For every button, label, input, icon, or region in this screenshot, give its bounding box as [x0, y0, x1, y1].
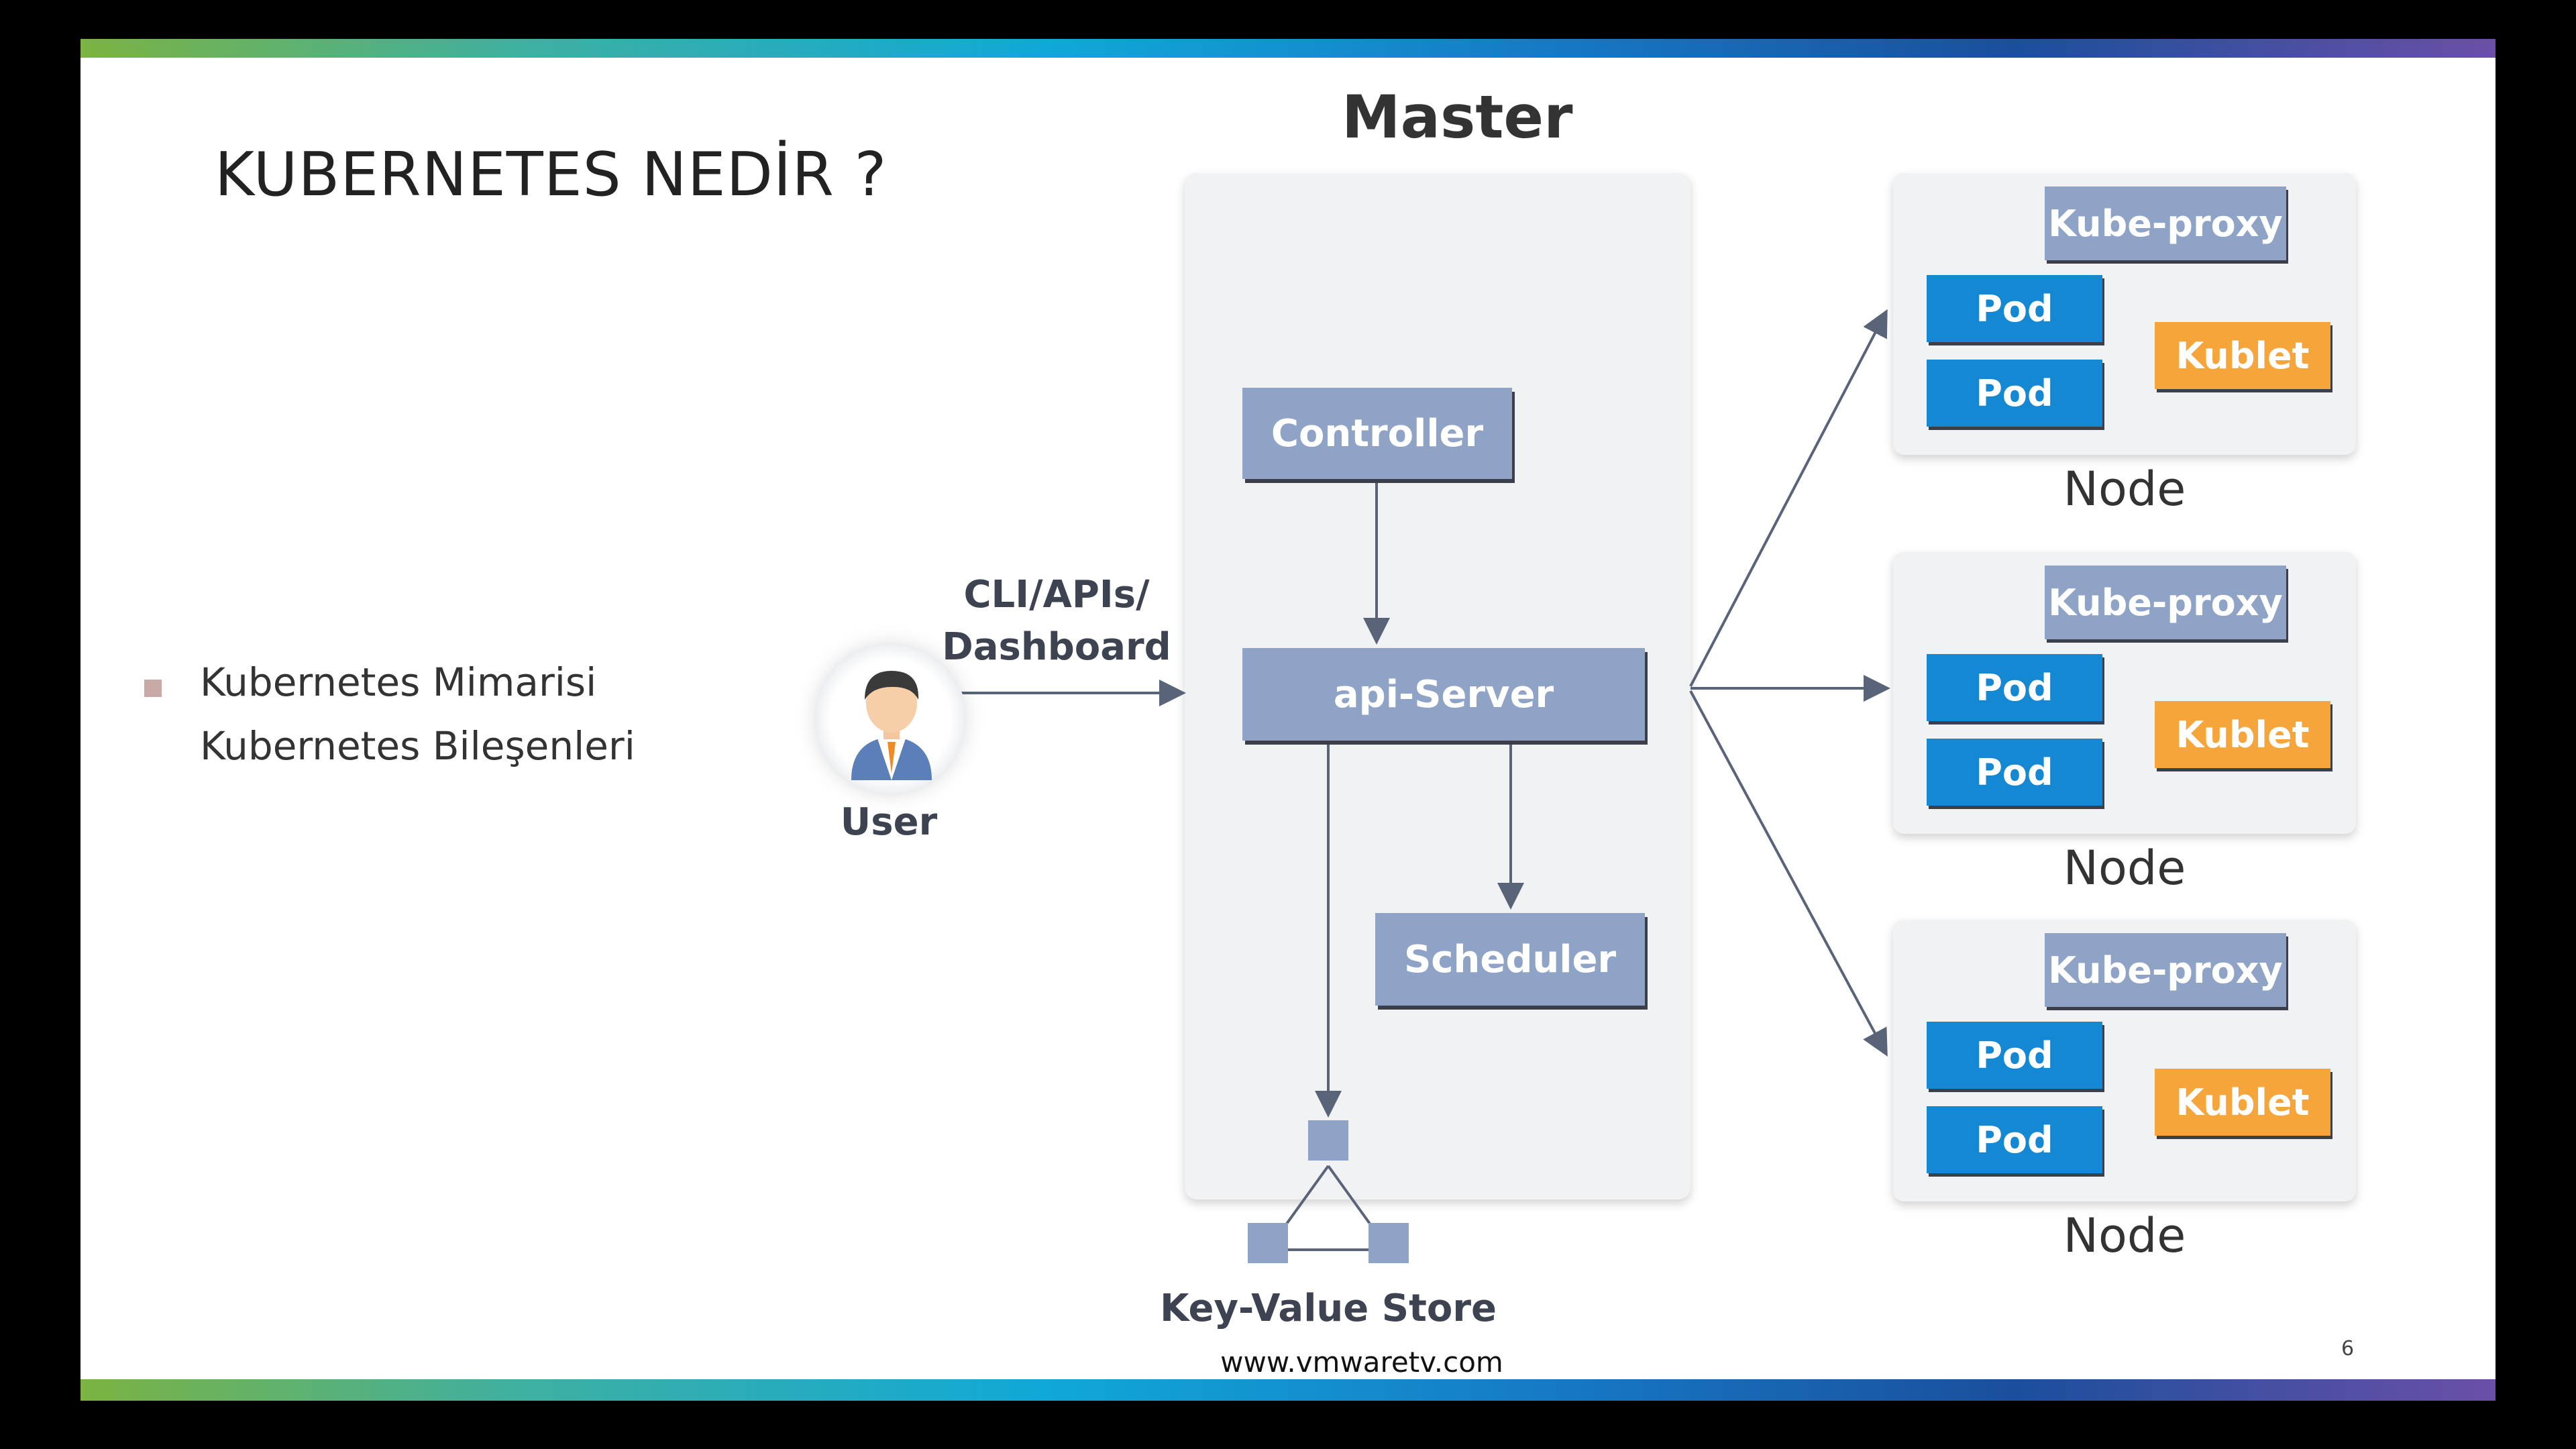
- api-server-box: api-Server: [1242, 648, 1645, 741]
- node-label-2: Node: [2063, 841, 2186, 896]
- scheduler-box: Scheduler: [1375, 913, 1645, 1006]
- cli-label-line-1: CLI/APIs/: [963, 573, 1150, 616]
- api-to-node1-arrow: [1689, 309, 1888, 687]
- controller-box: Controller: [1242, 388, 1512, 479]
- user-label: User: [840, 800, 938, 844]
- pod-3b: Pod: [1927, 1106, 2102, 1173]
- pod-2a: Pod: [1927, 654, 2102, 721]
- page-number: 6: [2341, 1337, 2355, 1360]
- cli-label-line-2: Dashboard: [942, 625, 1171, 669]
- kv-node-top: [1308, 1120, 1348, 1161]
- kublet-2: Kublet: [2155, 701, 2330, 768]
- pod-1b: Pod: [1927, 360, 2102, 427]
- bullet-item-2: Kubernetes Bileşenleri: [200, 723, 635, 769]
- bullet-marker: [144, 680, 162, 697]
- kv-store-label: Key-Value Store: [1160, 1287, 1497, 1330]
- master-label: Master: [1342, 83, 1573, 152]
- footer-url: www.vmwaretv.com: [1220, 1346, 1503, 1379]
- kv-node-right: [1368, 1223, 1409, 1263]
- kube-proxy-1: Kube-proxy: [2045, 186, 2286, 260]
- pod-1a: Pod: [1927, 275, 2102, 342]
- kube-proxy-2: Kube-proxy: [2045, 566, 2286, 639]
- slide: KUBERNETES NEDİR ? Kubernetes Mimarisi K…: [80, 39, 2496, 1401]
- cli-apis-dashboard-label: CLI/APIs/ Dashboard: [919, 569, 1194, 674]
- user-icon: [851, 671, 932, 780]
- pod-2b: Pod: [1927, 739, 2102, 806]
- node-label-3: Node: [2063, 1208, 2186, 1263]
- bullet-item-1: Kubernetes Mimarisi: [200, 659, 597, 705]
- api-to-node3-arrow: [1689, 690, 1888, 1057]
- pod-3a: Pod: [1927, 1022, 2102, 1089]
- node-label-1: Node: [2063, 462, 2186, 517]
- kube-proxy-3: Kube-proxy: [2045, 933, 2286, 1007]
- top-gradient-band: [80, 39, 2496, 58]
- kv-node-left: [1248, 1223, 1288, 1263]
- kublet-1: Kublet: [2155, 322, 2330, 389]
- kublet-3: Kublet: [2155, 1069, 2330, 1136]
- bottom-gradient-band: [80, 1379, 2496, 1401]
- slide-title: KUBERNETES NEDİR ?: [215, 140, 888, 210]
